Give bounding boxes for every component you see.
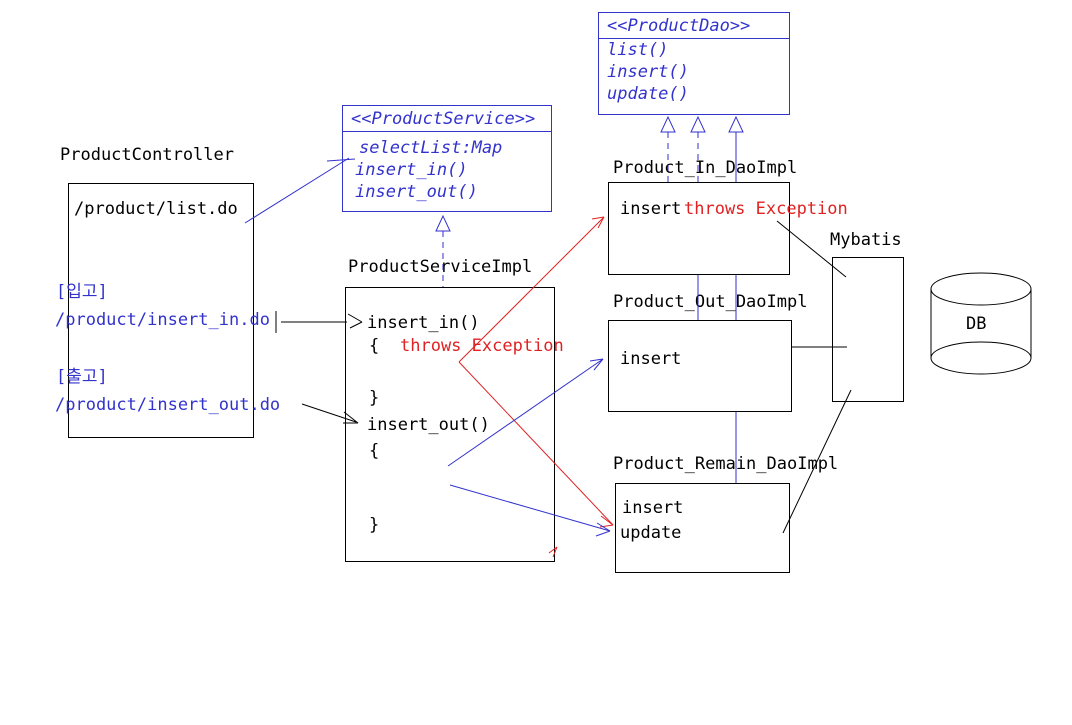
db-label: DB (966, 314, 987, 334)
red-arrowhead-dao-in (591, 216, 605, 229)
impl-close-brace-2: } (369, 515, 380, 535)
dao-remain-title: Product_Remain_DaoImpl (613, 454, 839, 474)
link-listdo-to-selectlist (244, 157, 350, 224)
realization-triangle-dao-in (660, 115, 676, 133)
product-dao-method-list: list() (607, 40, 669, 60)
db-cylinder-bottom (930, 341, 1032, 375)
blue-arrowhead-dao-out (589, 358, 604, 371)
dao-remain-insert-method: insert (622, 498, 684, 518)
product-controller-title: ProductController (60, 145, 234, 165)
dao-in-insert-method: insert (620, 199, 682, 219)
dao-remain-update-method: update (620, 523, 682, 543)
product-service-method-insert-in: insert_in() (355, 160, 468, 180)
blue-arrowhead-dao-remain (595, 522, 611, 537)
dao-in-throws-exception-note: throws Exception (684, 199, 848, 219)
dao-in-title: Product_In_DaoImpl (613, 158, 798, 178)
controller-insert-in-url: /product/insert_in.do (55, 310, 270, 330)
product-dao-method-insert: insert() (607, 62, 689, 82)
controller-list-url: /product/list.do (74, 199, 238, 219)
impl-close-brace-1: } (369, 388, 380, 408)
product-dao-title: <<ProductDao>> (599, 13, 789, 39)
dao-out-title: Product_Out_DaoImpl (613, 292, 808, 312)
controller-in-label: [입고] (56, 282, 108, 302)
impl-open-brace-2: { (369, 441, 380, 461)
product-dao-interface-box: <<ProductDao>> list() insert() update() (598, 12, 790, 115)
impl-open-brace-1: { (369, 336, 380, 356)
impl-insert-in-method: insert_in() (367, 313, 480, 333)
realization-triangle-dao-remain (728, 115, 744, 133)
product-service-method-insert-out: insert_out() (355, 182, 478, 202)
red-arrowhead-dao-remain (599, 515, 614, 528)
impl-throws-exception-note: throws Exception (400, 336, 564, 356)
product-controller-box (68, 183, 254, 438)
dao-out-box (608, 320, 792, 412)
controller-out-label: [출고] (56, 367, 108, 387)
realization-triangle-dao-out (690, 115, 706, 133)
mybatis-title: Mybatis (830, 230, 902, 250)
db-cylinder-top (930, 272, 1032, 306)
controller-insert-out-url: /product/insert_out.do (55, 395, 281, 415)
realization-triangle-service (435, 214, 451, 232)
dao-out-insert-method: insert (620, 349, 682, 369)
product-service-interface-box: <<ProductService>> selectList:Map insert… (342, 105, 552, 212)
product-service-impl-title: ProductServiceImpl (348, 257, 533, 277)
product-dao-method-update: update() (607, 84, 689, 104)
dao-in-box (608, 182, 790, 275)
dao-remain-box (615, 483, 790, 573)
impl-insert-out-method: insert_out() (367, 415, 490, 435)
mybatis-box (832, 257, 904, 402)
product-service-title: <<ProductService>> (343, 106, 551, 132)
product-service-method-selectlist: selectList:Map (359, 138, 503, 158)
